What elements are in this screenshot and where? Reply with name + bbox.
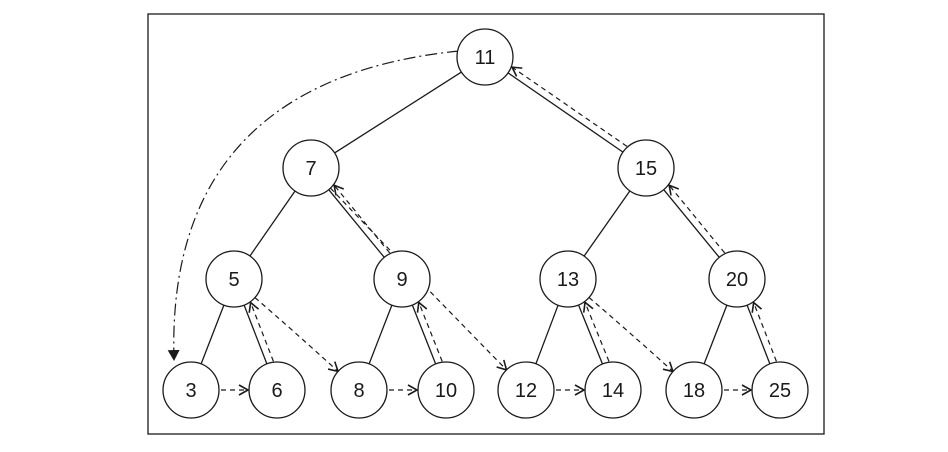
tree-node-25: 25 bbox=[751, 361, 809, 419]
tree-edge-5-6 bbox=[243, 304, 268, 365]
node-label: 10 bbox=[435, 380, 457, 402]
node-circle bbox=[751, 361, 809, 419]
tree-edge-7-5 bbox=[249, 190, 296, 257]
traversal-link-13-to-18 bbox=[588, 297, 675, 373]
node-circle bbox=[373, 250, 431, 308]
node-label: 7 bbox=[305, 158, 316, 180]
tree-edge-9-8 bbox=[368, 304, 393, 365]
tree-node-13: 13 bbox=[539, 250, 597, 308]
tree-node-3: 3 bbox=[162, 361, 220, 419]
tree-node-20: 20 bbox=[708, 250, 766, 308]
tree-node-9: 9 bbox=[373, 250, 431, 308]
tree-node-10: 10 bbox=[417, 361, 475, 419]
tree-node-18: 18 bbox=[665, 361, 723, 419]
node-circle bbox=[665, 361, 723, 419]
node-label: 8 bbox=[353, 380, 364, 402]
node-circle bbox=[205, 250, 263, 308]
tree-edge-5-3 bbox=[200, 304, 225, 365]
tree-node-12: 12 bbox=[497, 361, 555, 419]
node-label: 13 bbox=[557, 269, 579, 291]
traversal-link-9-to-7 bbox=[333, 183, 391, 254]
tree-node-7: 7 bbox=[282, 139, 340, 197]
traversal-link-5-to-8 bbox=[254, 297, 340, 373]
node-circle bbox=[617, 139, 675, 197]
tree-edge-13-12 bbox=[535, 304, 559, 365]
tree-edge-7-9 bbox=[328, 189, 385, 258]
tree-edges bbox=[200, 71, 771, 365]
node-label: 14 bbox=[602, 380, 624, 402]
node-label: 25 bbox=[769, 380, 791, 402]
tree-edge-9-10 bbox=[411, 304, 437, 365]
node-label: 12 bbox=[515, 380, 537, 402]
tree-nodes: 11 7 15 5 9 13 20 3 6 8 10 12 14 18 25 bbox=[162, 28, 809, 419]
node-circle bbox=[708, 250, 766, 308]
node-circle bbox=[539, 250, 597, 308]
node-label: 9 bbox=[396, 269, 407, 291]
tree-node-8: 8 bbox=[330, 361, 388, 419]
node-circle bbox=[417, 361, 475, 419]
tree-edge-20-25 bbox=[746, 304, 771, 365]
node-circle bbox=[584, 361, 642, 419]
node-label: 6 bbox=[271, 380, 282, 402]
tree-edge-13-14 bbox=[577, 304, 604, 365]
tree-edge-15-20 bbox=[663, 189, 720, 258]
node-label: 20 bbox=[726, 269, 748, 291]
node-circle bbox=[282, 139, 340, 197]
node-circle bbox=[330, 361, 388, 419]
traversal-link-11-to-3 bbox=[167, 50, 460, 361]
tree-node-14: 14 bbox=[584, 361, 642, 419]
node-label: 11 bbox=[475, 47, 496, 69]
traversal-link-10-to-9 bbox=[416, 300, 443, 362]
node-label: 18 bbox=[683, 380, 705, 402]
node-label: 15 bbox=[635, 158, 657, 180]
node-circle bbox=[497, 361, 555, 419]
tree-edge-15-13 bbox=[583, 190, 631, 257]
node-circle bbox=[248, 361, 306, 419]
traversal-link-6-to-5 bbox=[248, 301, 274, 362]
node-circle bbox=[456, 28, 514, 86]
node-label: 3 bbox=[185, 380, 196, 402]
node-label: 5 bbox=[228, 269, 239, 291]
node-circle bbox=[162, 361, 220, 419]
traversal-link-25-to-20 bbox=[751, 301, 777, 362]
tree-edge-11-7 bbox=[334, 71, 462, 154]
tree-node-11: 11 bbox=[456, 28, 514, 86]
traversal-link-20-to-15 bbox=[668, 183, 726, 254]
traversal-link-14-to-13 bbox=[582, 300, 610, 362]
tree-node-5: 5 bbox=[205, 250, 263, 308]
tree-node-6: 6 bbox=[248, 361, 306, 419]
tree-node-15: 15 bbox=[617, 139, 675, 197]
tree-edge-20-18 bbox=[703, 304, 728, 365]
tree-edge-11-15 bbox=[507, 72, 624, 153]
